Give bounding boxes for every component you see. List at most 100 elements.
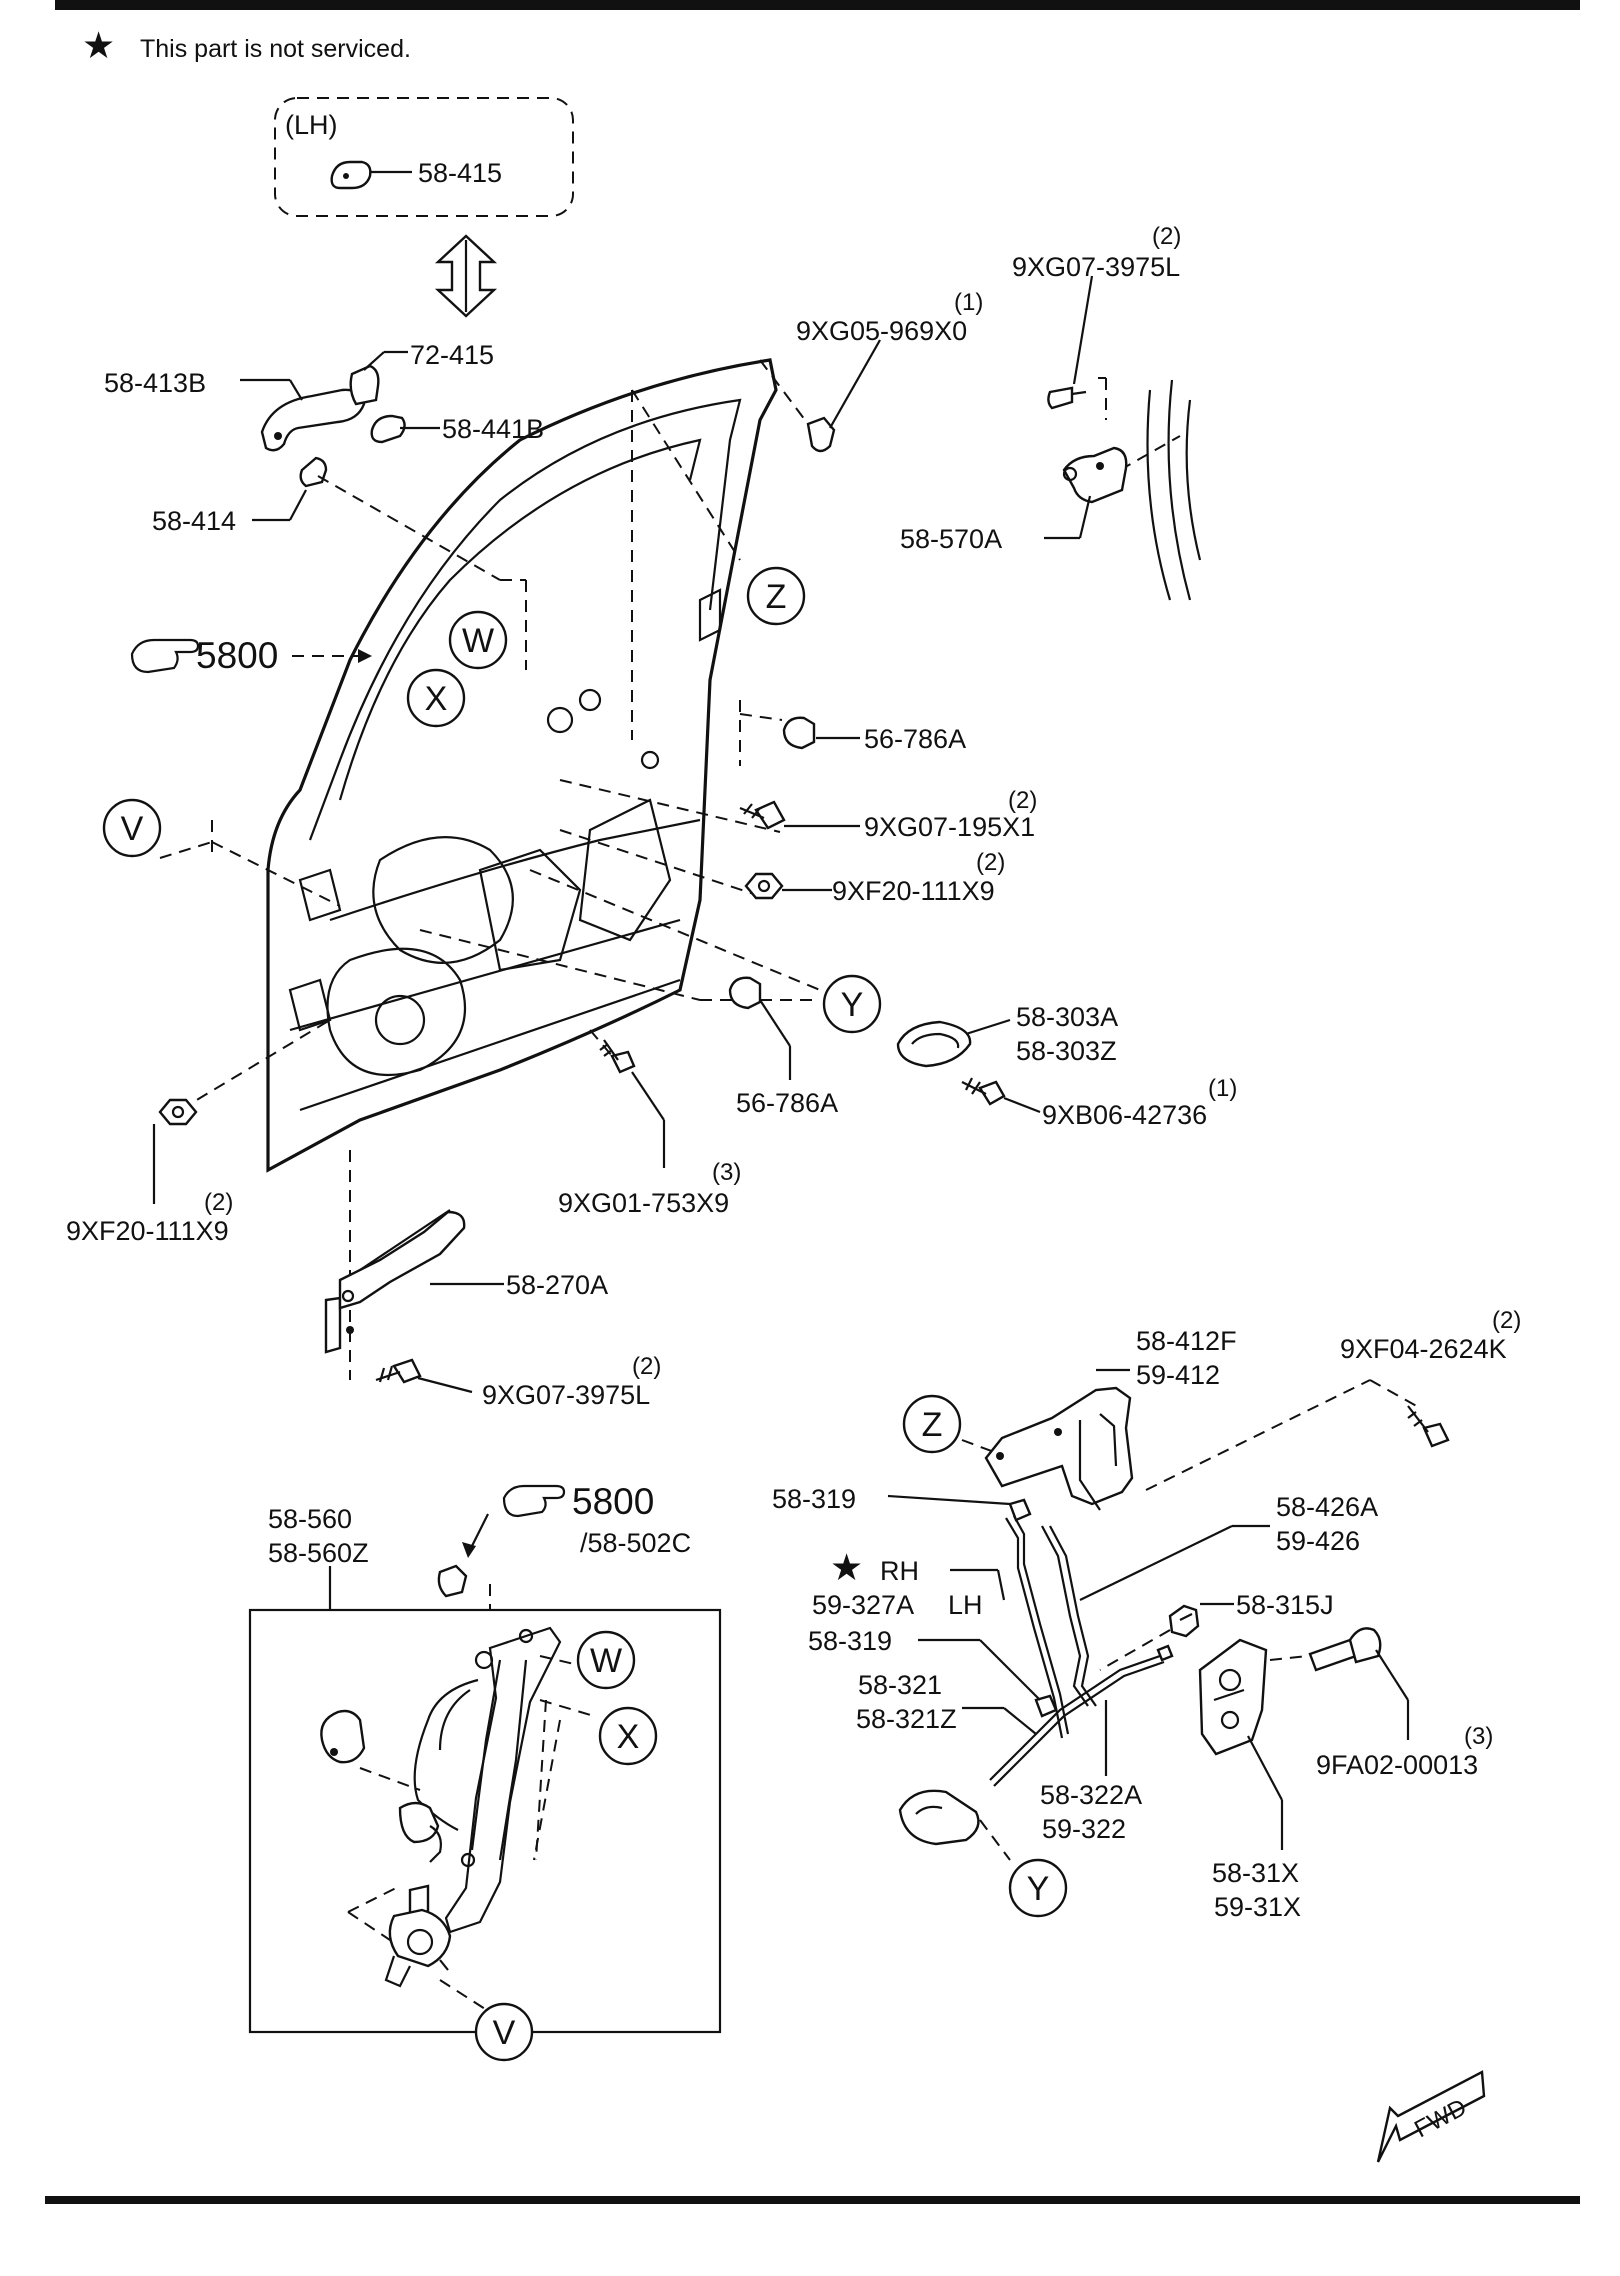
callout-z-bottom: Z: [902, 1394, 962, 1454]
regulator-box: [248, 1608, 722, 2034]
label-72-415: 72-415: [410, 340, 494, 370]
label-9xf20-right: 9XF20-111X9: [832, 876, 995, 906]
lock-knob-icon: [1168, 1604, 1200, 1638]
handle-cap-icon: [349, 364, 380, 406]
callout-w-top: W: [448, 610, 508, 670]
svg-text:★: ★: [82, 25, 115, 66]
callout-y-bottom: Y: [1008, 1858, 1068, 1918]
label-9xf04: 9XF04-2624K: [1340, 1334, 1507, 1364]
label-58-441B: 58-441B: [442, 414, 544, 444]
label-59-327A: 59-327A: [812, 1590, 914, 1620]
bumper-upper-icon: [782, 716, 816, 750]
label-9xg07-top-qty: (2): [1152, 223, 1181, 250]
label-9xf04-qty: (2): [1492, 1307, 1521, 1334]
label-58-321: 58-321: [858, 1670, 942, 1700]
rh-star-icon: ★: [830, 1547, 863, 1588]
callout-z-top: Z: [746, 566, 806, 626]
latch-screw-9fa02-icon: [1308, 1627, 1382, 1672]
label-9xf20-right-qty: (2): [976, 849, 1005, 876]
svg-text:V: V: [493, 2014, 516, 2052]
label-9xg01: 9XG01-753X9: [558, 1188, 729, 1218]
lh-handle-part-icon: [330, 160, 372, 190]
screw-9xg07-195-icon: [739, 800, 786, 830]
label-9fa02-qty: (3): [1464, 1723, 1493, 1750]
checker-bolt-icon: [375, 1358, 422, 1384]
lh-box-part-58-415: 58-415: [418, 158, 502, 188]
front-door-shell: [266, 358, 778, 1173]
label-56-786A-upper: 56-786A: [864, 724, 966, 754]
bumper-lower-icon: [728, 976, 762, 1010]
lh-box-title: (LH): [285, 110, 338, 140]
not-serviced-note: This part is not serviced.: [140, 35, 411, 63]
note-star-icon: ★: [82, 25, 115, 66]
body-pillar-outline: [1146, 379, 1202, 601]
svg-text:Z: Z: [766, 578, 787, 616]
label-58-303A: 58-303A: [1016, 1002, 1118, 1032]
label-9xg07-195-qty: (2): [1008, 787, 1037, 814]
lh-dashed-box: [274, 97, 574, 217]
svg-text:Y: Y: [841, 986, 864, 1024]
label-9xb06-qty: (1): [1208, 1075, 1237, 1102]
svg-text:V: V: [121, 810, 144, 848]
label-9xf20-left-qty: (2): [204, 1189, 233, 1216]
reference-hand-icon: [130, 638, 200, 674]
label-58-315J: 58-315J: [1236, 1590, 1334, 1620]
outer-handle-rod-icon: [1041, 1525, 1097, 1707]
top-border-rule: [55, 0, 1580, 10]
label-9xg01-qty: (3): [712, 1159, 741, 1186]
screw-9xf04-icon: [1407, 1405, 1450, 1448]
callout-y-top: Y: [822, 974, 882, 1034]
svg-text:X: X: [425, 680, 448, 718]
svg-text:Z: Z: [922, 1406, 943, 1444]
label-58-414: 58-414: [152, 506, 236, 536]
lock-rod-icon: [1005, 1515, 1070, 1739]
screw-9xb06-icon: [961, 1077, 1006, 1106]
rod-holder-bracket-icon: [984, 1386, 1134, 1511]
label-9xg07-top: 9XG07-3975L: [1012, 252, 1180, 282]
door-checker-icon: [324, 1209, 466, 1354]
label-58-303Z: 58-303Z: [1016, 1036, 1117, 1066]
callout-v-top: V: [102, 798, 162, 858]
nut-9xf20-right-icon: [744, 872, 784, 900]
label-58-319-lower: 58-319: [808, 1626, 892, 1656]
regulator-ref-5800: 5800: [572, 1481, 654, 1522]
forward-arrow-icon: FWD: [1376, 2070, 1486, 2163]
label-9xg05: 9XG05-969X0: [796, 316, 967, 346]
screw-9xg01-icon: [599, 1039, 636, 1074]
label-58-319-upper: 58-319: [772, 1484, 856, 1514]
label-9xg07-bottom: 9XG07-3975L: [482, 1380, 650, 1410]
label-58-560Z: 58-560Z: [268, 1538, 369, 1568]
label-58-560: 58-560: [268, 1504, 352, 1534]
handle-base-icon: [370, 414, 406, 444]
rod-clip-lower-icon: [1034, 1694, 1058, 1718]
door-latch-icon: [1198, 1638, 1268, 1756]
interchange-double-arrow-icon: [434, 234, 498, 318]
upper-door-hinge-icon: [1062, 446, 1128, 504]
regulator-bracket-icon: [320, 1709, 366, 1764]
label-58-31X: 58-31X: [1212, 1858, 1299, 1888]
callout-v-bottom: V: [474, 2002, 534, 2062]
label-58-270A: 58-270A: [506, 1270, 608, 1300]
label-58-426A: 58-426A: [1276, 1492, 1378, 1522]
svg-text:W: W: [590, 1642, 622, 1680]
label-9xf20-left: 9XF20-111X9: [66, 1216, 229, 1246]
inner-handle-bezel-icon: [896, 1020, 972, 1068]
callout-x-top: X: [406, 668, 466, 728]
window-regulator-icon: [398, 1626, 562, 1934]
label-9xg05-qty: (1): [954, 289, 983, 316]
regulator-clip-icon: [437, 1564, 468, 1598]
inner-handle-icon: [898, 1789, 980, 1846]
label-59-412: 59-412: [1136, 1360, 1220, 1390]
rod-clip-upper-icon: [1008, 1498, 1032, 1522]
clip-9xg05-icon: [806, 416, 836, 453]
label-9xb06: 9XB06-42736: [1042, 1100, 1207, 1130]
svg-text:Y: Y: [1027, 1870, 1050, 1908]
label-59-322: 59-322: [1042, 1814, 1126, 1844]
door-ref-5800: 5800: [196, 635, 278, 676]
nut-9xf20-left-icon: [158, 1098, 198, 1126]
handle-gasket-icon: [299, 456, 328, 488]
label-9fa02: 9FA02-00013: [1316, 1750, 1478, 1780]
label-58-412F: 58-412F: [1136, 1326, 1237, 1356]
svg-text:X: X: [617, 1718, 640, 1756]
callout-x-bottom: X: [598, 1706, 658, 1766]
